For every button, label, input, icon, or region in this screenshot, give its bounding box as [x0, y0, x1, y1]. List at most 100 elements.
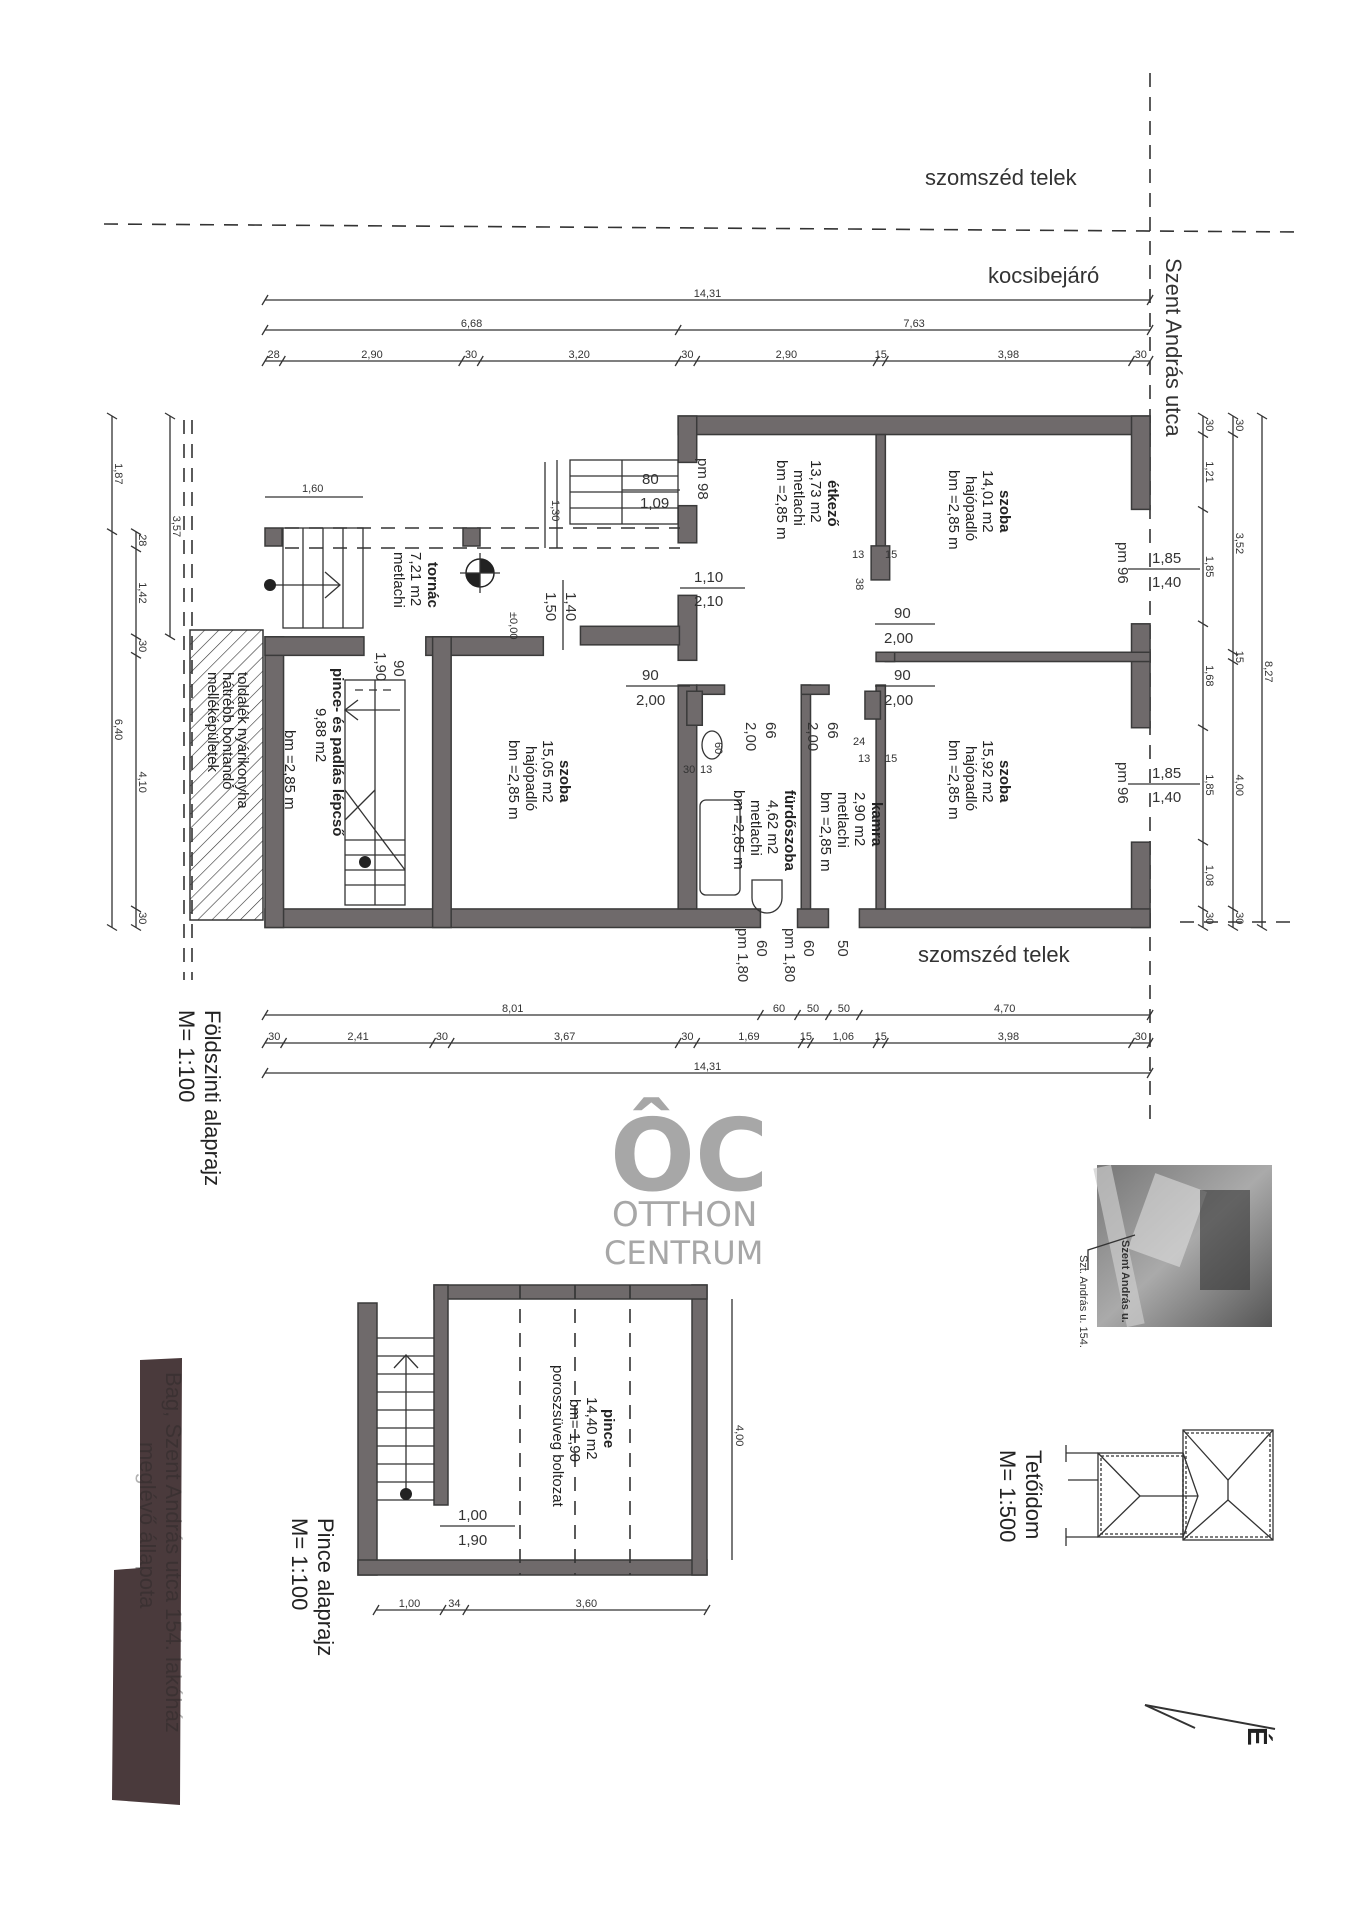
- dim-left-mid-value: 3,57: [170, 516, 182, 537]
- dimension-tick: [261, 324, 269, 336]
- room-name: pince- és padlás lépcső: [329, 668, 346, 836]
- room-area: 9,88 m2: [312, 708, 329, 762]
- kamra-window-pm: pm 1,80: [781, 928, 798, 982]
- room-height: bm= 1,90: [566, 1399, 583, 1462]
- dimension-tick: [756, 1009, 764, 1021]
- cellar-stairs: [343, 679, 406, 906]
- dimension-tick: [439, 1604, 447, 1616]
- wall: [1130, 415, 1151, 511]
- dim-bottom-chain1-value: 60: [773, 1003, 785, 1015]
- dimension-tick: [703, 1604, 711, 1616]
- dim-left-outer-value: 1,87: [112, 463, 124, 484]
- dimension-tick: [261, 355, 269, 367]
- room-floor: metlachi: [790, 470, 807, 526]
- dim-bottom-chain2-value: 1,06: [833, 1031, 854, 1043]
- room-height: bm =2,85 m: [945, 740, 962, 820]
- dimension-tick: [1146, 1067, 1154, 1079]
- dimension-tick: [693, 1037, 701, 1049]
- wall: [875, 684, 887, 910]
- room-floor: hajópadló: [962, 746, 979, 811]
- bathroom-fixtures: [699, 730, 783, 914]
- street-label: Szent András utca: [1161, 258, 1186, 437]
- basement-door-width: 1,00: [458, 1507, 487, 1524]
- dim-top-chain-value: 3,20: [568, 349, 589, 361]
- dimension-tick: [1197, 430, 1209, 439]
- room-name: fürdőszoba: [781, 790, 798, 871]
- dimension-tick: [261, 1067, 269, 1079]
- room-name: pince: [600, 1409, 617, 1448]
- room-area: 14,40 m2: [583, 1397, 600, 1460]
- chimney-bottom-dim-4: 60: [712, 742, 724, 754]
- dimension-tick: [458, 355, 466, 367]
- dimension-tick: [130, 528, 142, 536]
- szoba-top-window-pm: pm 96: [1114, 542, 1131, 584]
- room-area: 14,01 m2: [979, 470, 996, 533]
- dimension-tick: [872, 1037, 880, 1049]
- wall: [800, 684, 812, 910]
- basement-dim-value: 3,60: [576, 1598, 597, 1610]
- chimney-top-dim-3: 38: [853, 578, 865, 590]
- ground-floor-title: Földszinti alaprajz M= 1:100: [174, 1010, 225, 1186]
- north-arrow-icon: É: [1144, 1704, 1276, 1746]
- dimension-tick: [1227, 430, 1239, 439]
- dim-right-chain-value: 1,85: [1203, 774, 1215, 795]
- room-name: kamra: [868, 802, 885, 847]
- dim-top-chain-value: 2,90: [776, 349, 797, 361]
- dim-right-chain-value: 30: [1203, 419, 1215, 431]
- wall: [677, 415, 698, 464]
- wall: [858, 908, 1151, 929]
- basement-dim-value: 34: [448, 1598, 460, 1610]
- dimension-tick: [1146, 324, 1154, 336]
- szoba-bottom-door-height: 2,00: [884, 692, 913, 709]
- dim-bottom-chain2-value: 15: [800, 1031, 812, 1043]
- entry-stairs: [556, 459, 679, 548]
- watermark-logo: ÔC: [610, 1097, 768, 1214]
- dimension-tick: [164, 633, 176, 641]
- dimension-tick: [1227, 648, 1239, 656]
- room-area: 15,05 m2: [539, 740, 556, 803]
- otthon-centrum-watermark: ÔC OTTHON CENTRUM: [604, 1097, 768, 1272]
- roof-plan: [1065, 1429, 1274, 1546]
- watermark-line-1: OTTHON: [612, 1195, 757, 1235]
- porch-roof-outline: [264, 527, 680, 549]
- wall: [264, 908, 762, 929]
- dimension-tick: [1146, 1009, 1154, 1021]
- dimension-tick: [279, 1037, 288, 1049]
- wall: [800, 684, 830, 696]
- kamra-window-width: 60: [800, 940, 817, 957]
- szoba-top-door-width: 90: [894, 605, 911, 622]
- demolish-note: toldalék nyárikonyha hátrébb bontandó me…: [204, 672, 251, 809]
- level-label: ±0,00: [507, 612, 519, 639]
- dimension-tick: [106, 412, 118, 420]
- wall: [796, 908, 830, 929]
- room-label-szoba-left: szoba 15,05 m2 hajópadló bm =2,85 m: [505, 740, 573, 820]
- dim-top-chain-value: 2,90: [361, 349, 382, 361]
- etkezo-window-pm: pm 98: [694, 458, 711, 500]
- dim-bottom-chain2-value: 3,98: [998, 1031, 1019, 1043]
- neighbor-boundary-line: [103, 223, 1298, 233]
- etkezo-door-width: 1,10: [694, 569, 723, 586]
- chimney-bottom-dim-3: 15: [885, 753, 897, 765]
- porch-stairs: [264, 527, 364, 629]
- chimney-top-dim-1: 13: [852, 549, 864, 561]
- dim-top-chain-value: 3,98: [998, 349, 1019, 361]
- dim-left-chain-value: 28: [136, 534, 148, 546]
- szoba-bottom-window-pm: pm 96: [1114, 762, 1131, 804]
- north-label: É: [1242, 1727, 1273, 1746]
- wall: [264, 636, 285, 929]
- dim-right-mid-value: 3,52: [1233, 533, 1245, 554]
- room-height-stair: bm =2,85 m: [281, 730, 298, 810]
- room-ceiling: poroszsüveg boltozat: [549, 1365, 566, 1508]
- szoba-top-window-width: 1,85: [1152, 550, 1181, 567]
- basement-scale: M= 1:100: [287, 1518, 312, 1610]
- dimension-tick: [462, 1604, 470, 1616]
- dim-left-chain-value: 4,10: [136, 771, 148, 792]
- basement-door-height: 1,90: [458, 1532, 487, 1549]
- ground-floor-walls: [264, 415, 1151, 929]
- room-label-szoba-top: szoba 14,01 m2 hajópadló bm =2,85 m: [945, 470, 1013, 550]
- chimney-bottom-dim-5: 30: [683, 764, 695, 776]
- dim-bottom-chain1-value: 8,01: [502, 1003, 523, 1015]
- room-area: 15,92 m2: [979, 740, 996, 803]
- room-floor: metlachi: [747, 800, 764, 856]
- room-area: 13,73 m2: [807, 460, 824, 523]
